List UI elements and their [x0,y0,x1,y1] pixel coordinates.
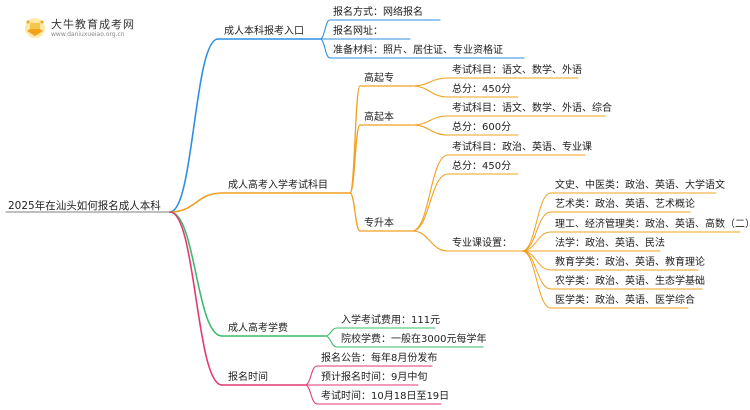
course-science: 理工、经济管理类：政治、英语、高数（二） [555,219,750,230]
branch-time: 报名时间 [228,372,268,383]
connector-fee-0 [324,327,338,337]
connector-zsb [349,192,361,232]
connector-gqb [349,124,361,194]
connector-fee-1 [324,335,338,348]
time-exam: 考试时间：10月18日至19日 [321,391,450,402]
zsb-score: 总分：450分 [452,161,512,172]
apply-website: 报名网址： [333,26,383,37]
connector-time-2 [304,384,318,405]
connector-zsb-0 [411,154,449,232]
course-education: 教育学类：政治、英语、教育理论 [555,257,705,268]
zsb-subjects: 考试科目：政治、英语、专业课 [452,142,592,153]
exam-zsb: 专升本 [364,218,394,229]
connector-exam [169,192,223,213]
branch-apply: 成人本科报考入口 [224,26,304,37]
gqb-score: 总分：600分 [452,122,512,133]
logo: 大牛教育成考网 www.daniuxueiao.org.cn [22,17,135,39]
connector-apply-item-2 [319,38,331,59]
time-announce: 报名公告：每年8月份发布 [321,353,438,364]
connector-course-2 [521,231,552,252]
connector-gqz-1 [411,85,449,98]
connector-gqb-1 [411,124,449,136]
connector-gqz [349,85,361,194]
connector-gqb-0 [411,115,449,126]
course-law: 法学：政治、英语、民法 [555,238,665,249]
gqz-score: 总分：450分 [452,84,512,95]
connector-zsb-1 [411,173,449,232]
connector-time [169,211,223,386]
gqb-subjects: 考试科目：语文、数学、外语、综合 [452,103,612,114]
connector-course-5 [521,250,552,290]
apply-materials: 准备材料：照片、居住证、专业资格证 [333,45,503,56]
book-logo-icon [25,18,45,38]
exam-gqb: 高起本 [364,112,394,123]
logo-title: 大牛教育成考网 [51,17,135,31]
connector-zsb-courses [411,230,449,252]
connector-time-0 [304,365,318,386]
branch-fee: 成人高考学费 [228,323,288,334]
gqz-subjects: 考试科目：语文、数学、外语 [452,65,582,76]
fee-tuition: 院校学费：一般在3000元每学年 [341,334,487,345]
course-medicine: 医学类：政治、英语、医学综合 [555,295,695,306]
connector-gqz-0 [411,77,449,87]
connector-fee [169,211,223,337]
connector-apply-item-0 [319,19,331,40]
connector-course-4 [521,250,552,271]
course-art: 艺术类：政治、英语、艺术概论 [555,199,695,210]
fee-exam: 入学考试费用：111元 [341,315,441,326]
zsb-courses: 专业课设置： [452,238,512,249]
connector-apply [169,38,219,213]
exam-gqz: 高起专 [364,73,394,84]
course-agriculture: 农学类：政治、英语、生态学基础 [555,276,705,287]
apply-method: 报名方式：网络报名 [333,7,423,18]
branch-exam: 成人高考入学考试科目 [228,180,328,191]
time-register: 预计报名时间：9月中旬 [321,372,428,383]
course-wenshi: 文史、中医类：政治、英语、大学语文 [555,180,725,191]
connector-course-1 [521,211,552,252]
root-node: 2025年在汕头如何报名成人本科 [8,200,161,212]
connector-course-6 [521,250,552,309]
logo-url: www.daniuxueiao.org.cn [51,30,125,38]
